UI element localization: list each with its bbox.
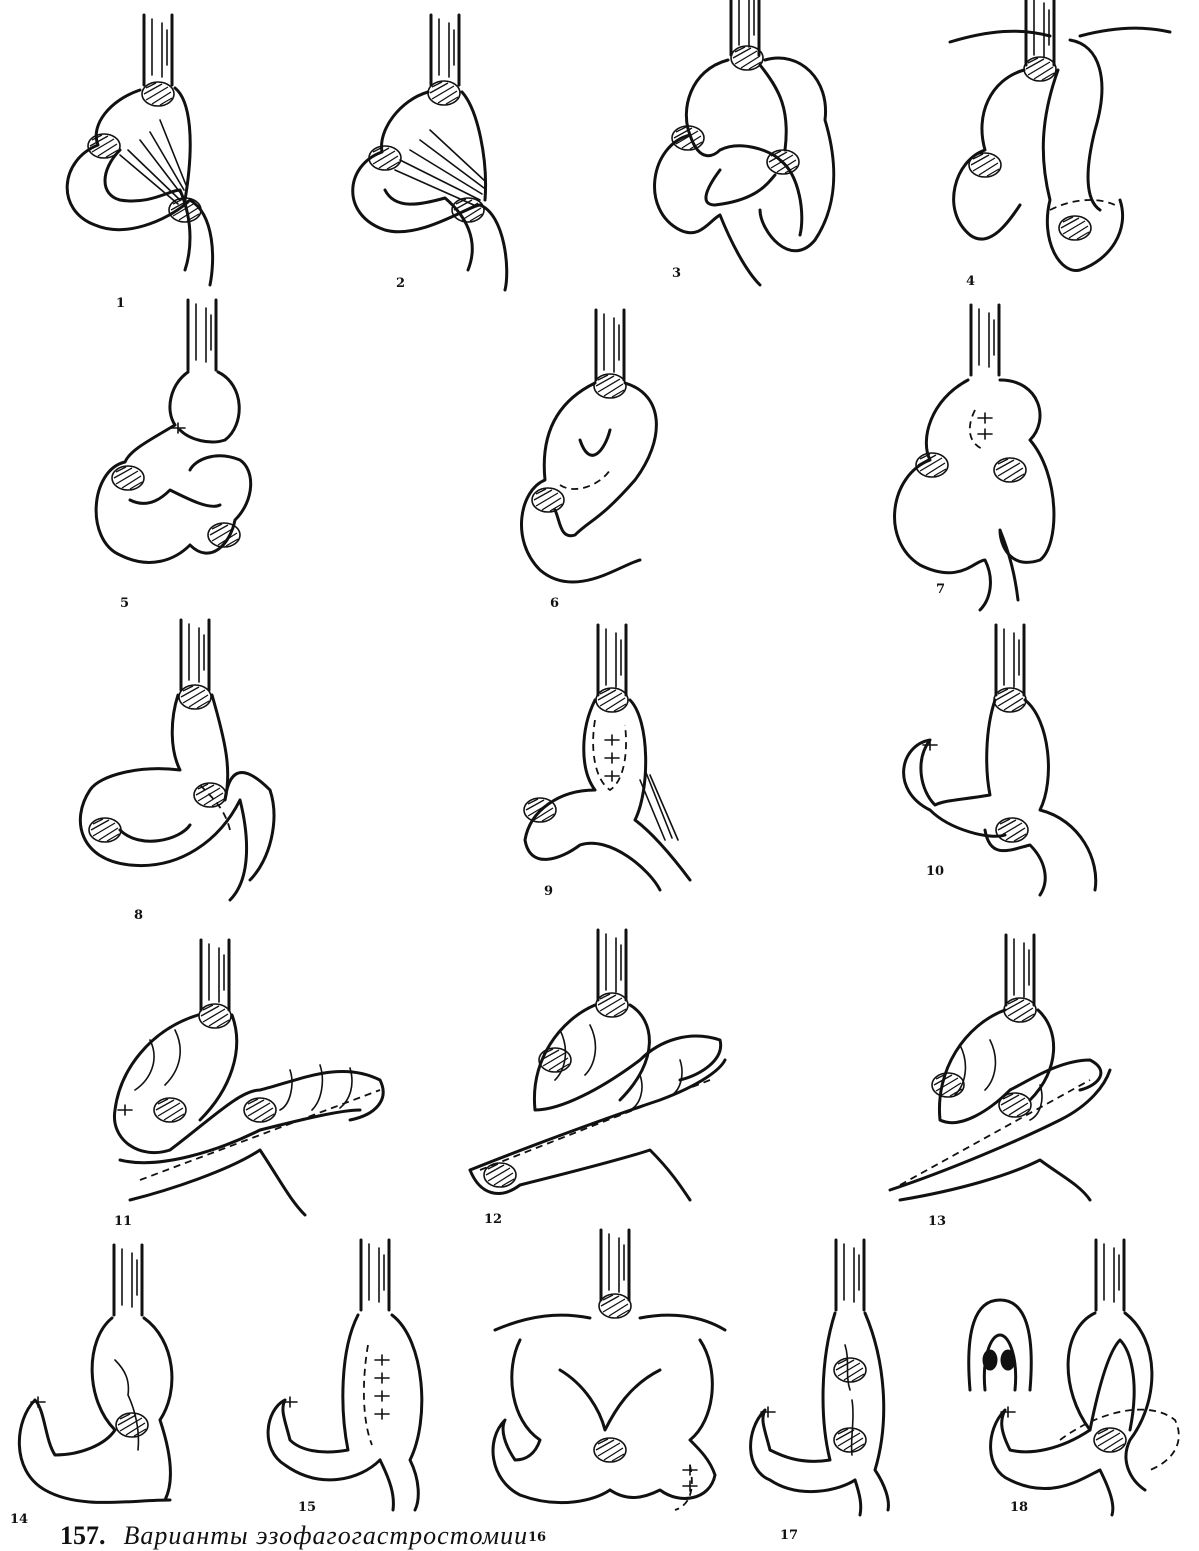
figure-10-drawing xyxy=(904,625,1096,895)
figure-label-14: 14 xyxy=(10,1512,28,1527)
figure-label-3: 3 xyxy=(672,266,681,281)
figure-11-drawing xyxy=(114,940,383,1215)
caption-text: Варианты эзофагогастростомии xyxy=(124,1521,529,1550)
figure-5-drawing xyxy=(96,300,251,562)
caption-number: 157. xyxy=(60,1521,106,1550)
figure-17-drawing xyxy=(751,1240,889,1515)
figure-7-drawing xyxy=(895,305,1054,610)
figure-label-9: 9 xyxy=(544,884,553,899)
figure-14-drawing xyxy=(19,1245,172,1503)
figure-9-drawing xyxy=(524,625,690,890)
figure-8-drawing xyxy=(80,620,274,900)
figure-label-10: 10 xyxy=(926,864,944,879)
figure-label-18: 18 xyxy=(1010,1500,1028,1515)
figure-label-12: 12 xyxy=(484,1212,502,1227)
figure-label-8: 8 xyxy=(134,908,143,923)
figure-3-drawing xyxy=(655,0,834,285)
figure-15-drawing xyxy=(268,1240,422,1510)
figure-label-6: 6 xyxy=(550,596,559,611)
figure-6-drawing xyxy=(521,310,656,582)
figure-2-drawing xyxy=(353,15,507,290)
figure-label-1: 1 xyxy=(116,296,125,311)
figure-label-16: 16 xyxy=(528,1530,546,1545)
figure-label-7: 7 xyxy=(936,582,945,597)
figure-label-5: 5 xyxy=(120,596,129,611)
figure-label-4: 4 xyxy=(966,274,975,289)
figure-label-11: 11 xyxy=(114,1214,132,1229)
figure-18-drawing xyxy=(969,1240,1179,1515)
figure-16-drawing xyxy=(493,1230,725,1510)
figure-1-drawing xyxy=(67,15,212,285)
figure-caption: 157. Варианты эзофагогастростомии xyxy=(60,1521,528,1551)
figure-4-drawing xyxy=(950,0,1170,270)
figure-13-drawing xyxy=(890,935,1110,1200)
figure-label-15: 15 xyxy=(298,1500,316,1515)
figure-label-17: 17 xyxy=(780,1528,798,1543)
figure-12-drawing xyxy=(470,930,725,1200)
figure-label-2: 2 xyxy=(396,276,405,291)
figure-label-13: 13 xyxy=(928,1214,946,1229)
